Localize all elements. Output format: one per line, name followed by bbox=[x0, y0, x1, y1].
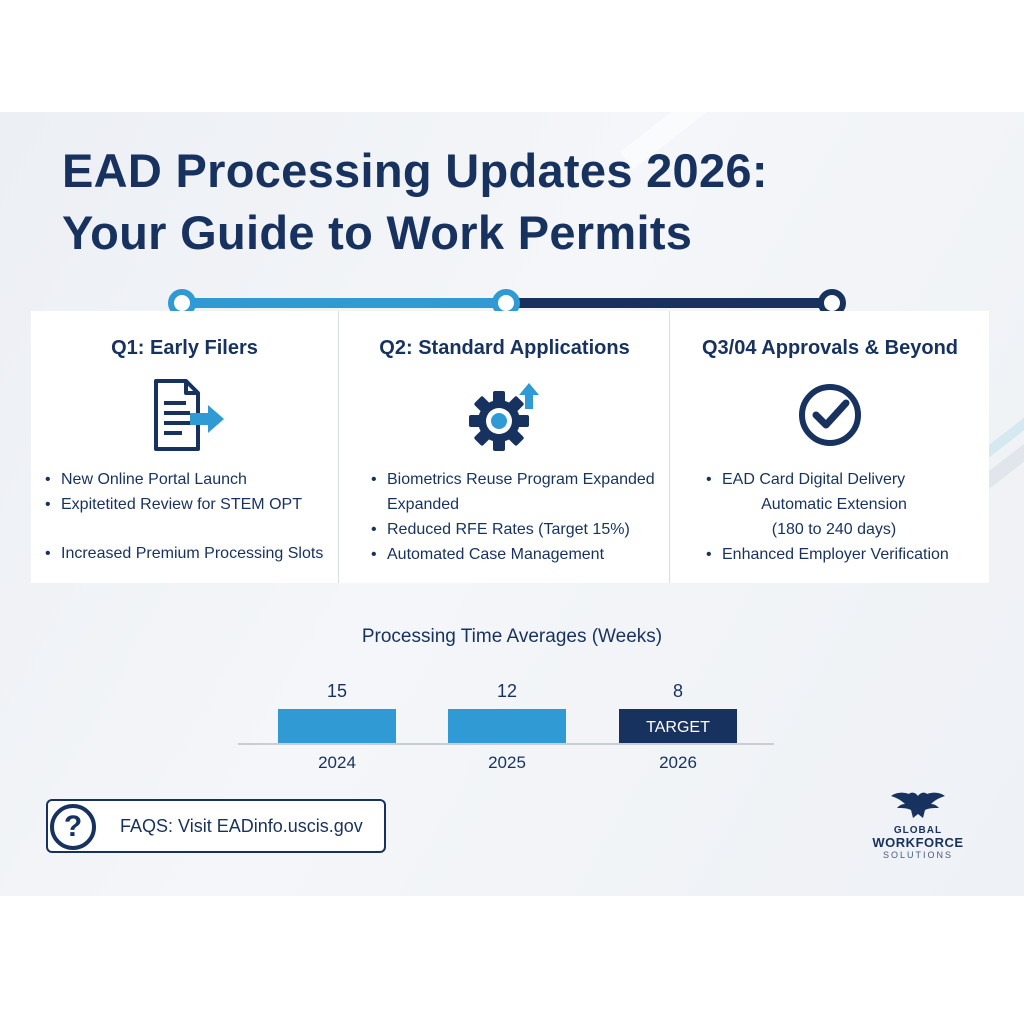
list-item: New Online Portal Launch bbox=[45, 467, 330, 492]
title-line-1: EAD Processing Updates 2026: bbox=[62, 144, 768, 197]
logo-line-2: WORKFORCE bbox=[872, 835, 964, 850]
faq-text[interactable]: FAQS: Visit EADinfo.uscis.gov bbox=[120, 816, 363, 836]
quarter-heading: Q2: Standard Applications bbox=[379, 337, 630, 359]
check-circle-icon bbox=[792, 377, 868, 458]
list-item: Biometrics Reuse Program Expanded bbox=[371, 467, 662, 492]
page-title: EAD Processing Updates 2026: Your Guide … bbox=[62, 140, 768, 264]
gear-arrow-icon bbox=[459, 377, 551, 458]
quarters-panel: Q1: Early Filers New Online Portal Launc… bbox=[31, 311, 989, 583]
quarter-column-q2: Q2: Standard Applications bbox=[338, 311, 670, 583]
list-item: Expanded bbox=[387, 496, 460, 513]
list-item: Automated Case Management bbox=[371, 542, 662, 567]
quarter-column-q1: Q1: Early Filers New Online Portal Launc… bbox=[31, 311, 338, 583]
list-item: Automatic Extension bbox=[761, 496, 907, 513]
list-item: EAD Card Digital Delivery bbox=[706, 467, 982, 492]
chart-title: Processing Time Averages (Weeks) bbox=[361, 626, 663, 647]
logo-line-1: GLOBAL bbox=[893, 825, 943, 836]
list-item: (180 to 240 days) bbox=[771, 521, 897, 538]
quarter-heading: Q3/04 Approvals & Beyond bbox=[702, 337, 958, 359]
list-item: Enhanced Employer Verification bbox=[706, 542, 982, 567]
list-item: Increased Premium Processing Slots bbox=[45, 541, 330, 566]
quarter-heading: Q1: Early Filers bbox=[111, 337, 258, 359]
document-arrow-icon bbox=[140, 377, 230, 458]
faq-banner[interactable]: ? FAQS: Visit EADinfo.uscis.gov bbox=[46, 799, 386, 853]
logo-line-3: SOLUTIONS bbox=[882, 850, 953, 860]
eagle-icon bbox=[891, 792, 945, 818]
quarter-column-q3: Q3/04 Approvals & Beyond EAD Card Digita… bbox=[669, 311, 990, 583]
list-item: Expitetited Review for STEM OPT bbox=[45, 492, 330, 517]
company-logo: GLOBAL WORKFORCE SOLUTIONS bbox=[858, 790, 978, 860]
list-item: Reduced RFE Rates (Target 15%) bbox=[371, 517, 662, 542]
title-line-2: Your Guide to Work Permits bbox=[62, 206, 693, 259]
question-circle-icon: ? bbox=[50, 804, 96, 850]
